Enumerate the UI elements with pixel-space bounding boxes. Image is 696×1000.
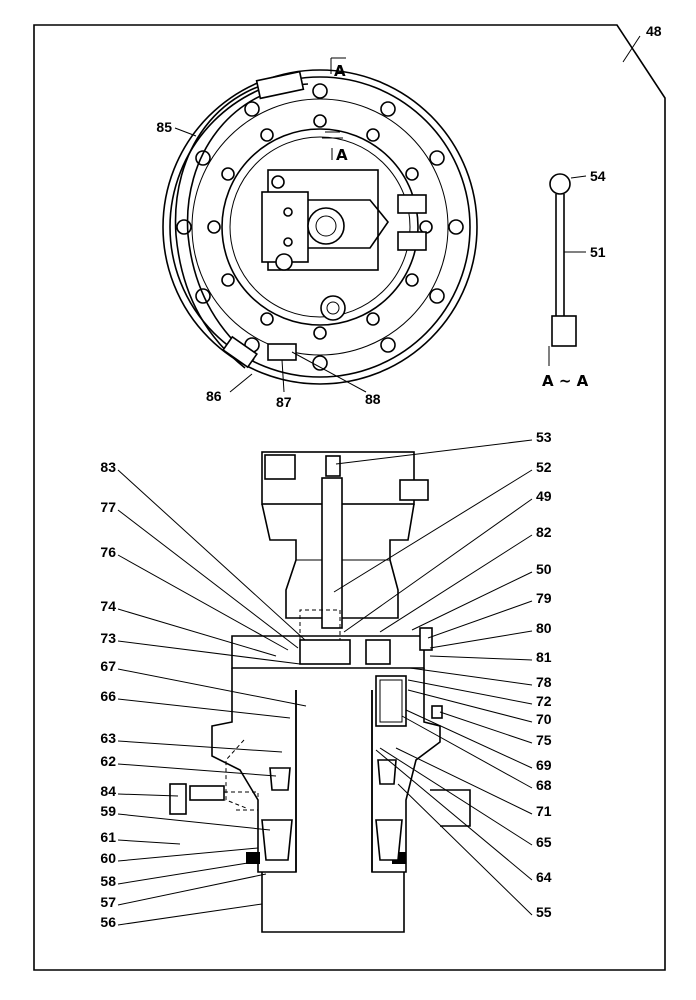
top-view: A — [156, 57, 478, 410]
sec-label-60: 60 — [100, 850, 116, 866]
sec-label-68: 68 — [536, 777, 552, 793]
sec-label-81: 81 — [536, 649, 552, 665]
top-label-87: 87 — [276, 394, 292, 410]
inner-bolt-holes — [207, 114, 433, 340]
sec-label-67: 67 — [100, 658, 116, 674]
view-marker-inner: A — [322, 131, 348, 164]
sec-label-77: 77 — [100, 499, 116, 515]
sheet-frame — [33, 24, 666, 971]
sec-label-49: 49 — [536, 488, 552, 504]
sec-label-83: 83 — [100, 459, 116, 475]
sec-label-56: 56 — [100, 914, 116, 930]
motor-block — [261, 169, 427, 321]
detail-label-54: 54 — [590, 168, 606, 184]
sec-label-76: 76 — [100, 544, 116, 560]
sec-label-80: 80 — [536, 620, 552, 636]
sheet-number-leader — [622, 35, 641, 63]
sec-label-52: 52 — [536, 459, 552, 475]
sec-label-58: 58 — [100, 873, 116, 889]
sec-label-57: 57 — [100, 894, 116, 910]
sec-label-59: 59 — [100, 803, 116, 819]
sec-label-62: 62 — [100, 753, 116, 769]
sec-label-82: 82 — [536, 524, 552, 540]
sec-label-53: 53 — [536, 429, 552, 445]
sec-label-63: 63 — [100, 730, 116, 746]
view-marker-top: A — [330, 57, 346, 80]
sec-label-69: 69 — [536, 757, 552, 773]
section-detail: 54 51 A ~ A — [542, 168, 606, 390]
cross-section-view — [169, 451, 471, 933]
sec-label-78: 78 — [536, 674, 552, 690]
sec-label-74: 74 — [100, 598, 116, 614]
sec-label-55: 55 — [536, 904, 552, 920]
sec-label-50: 50 — [536, 561, 552, 577]
top-label-86: 86 — [206, 388, 222, 404]
sec-label-73: 73 — [100, 630, 116, 646]
sec-label-61: 61 — [100, 829, 116, 845]
sec-label-72: 72 — [536, 693, 552, 709]
detail-label-51: 51 — [590, 244, 606, 260]
section-labels-right: 53 52 49 82 50 79 80 81 78 72 70 75 69 6… — [333, 429, 552, 920]
sec-label-64: 64 — [536, 869, 552, 885]
top-label-85: 85 — [156, 119, 172, 135]
top-label-88: 88 — [365, 391, 381, 407]
svg-text:A: A — [336, 146, 348, 164]
sec-label-65: 65 — [536, 834, 552, 850]
section-labels-left: 83 77 76 74 73 67 66 63 62 84 59 61 60 5… — [100, 459, 307, 930]
sec-label-70: 70 — [536, 711, 552, 727]
section-title: A ~ A — [542, 372, 589, 390]
sec-label-75: 75 — [536, 732, 552, 748]
sec-label-84: 84 — [100, 783, 116, 799]
sec-label-79: 79 — [536, 590, 552, 606]
sec-label-71: 71 — [536, 803, 552, 819]
sec-label-66: 66 — [100, 688, 116, 704]
hose-85 — [174, 77, 301, 369]
outer-bolt-holes — [176, 83, 464, 371]
sheet-number: 48 — [646, 23, 662, 39]
